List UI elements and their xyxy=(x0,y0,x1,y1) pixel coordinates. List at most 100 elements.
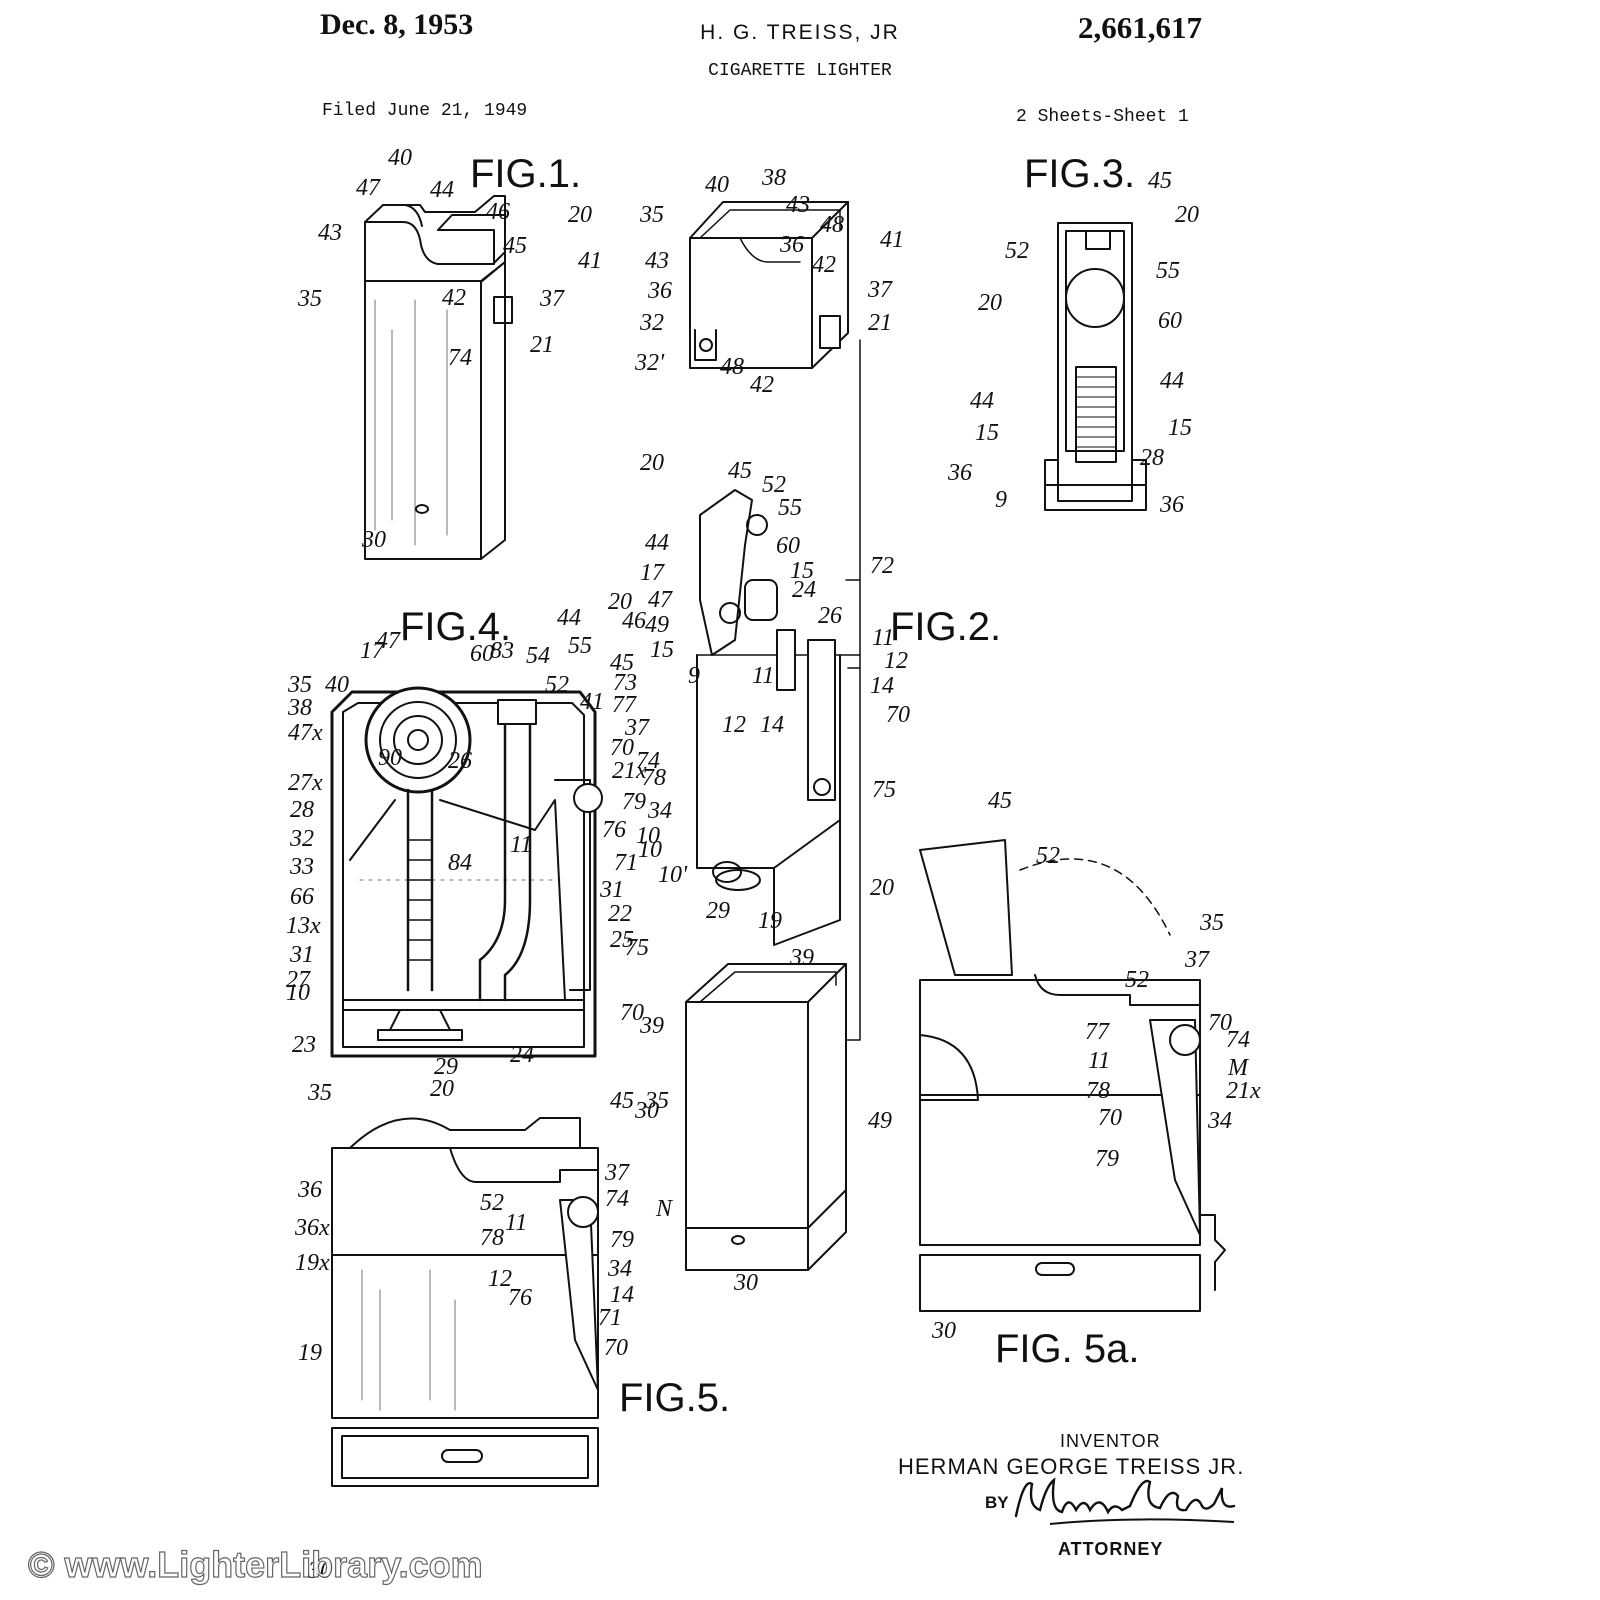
ref-numeral-fig2_mid: 17 xyxy=(640,560,665,586)
fig2-label: FIG.2. xyxy=(890,605,1001,649)
ref-numeral-fig5: 71 xyxy=(598,1305,622,1331)
ref-numeral-fig4: 41 xyxy=(580,689,604,715)
inventor-label: INVENTOR xyxy=(1060,1431,1161,1451)
ref-numeral-fig1: 44 xyxy=(430,177,454,203)
ref-numeral-fig2_mid: 70 xyxy=(886,702,910,728)
ref-numeral-fig2_mid: 15 xyxy=(790,558,814,584)
ref-numeral-fig5: 52 xyxy=(480,1190,504,1216)
fig2-casing-drawing xyxy=(685,667,861,1271)
ref-numeral-fig2_top: 40 xyxy=(705,172,729,198)
ref-numeral-fig5: 34 xyxy=(607,1256,632,1282)
ref-numeral-fig2_mid: 10' xyxy=(658,862,688,888)
ref-numeral-fig4: 45 xyxy=(610,650,634,676)
ref-numeral-fig2_mid: 44 xyxy=(645,530,669,556)
ref-numeral-fig5a: 79 xyxy=(1095,1146,1119,1172)
ref-numeral-fig1: 42 xyxy=(442,285,466,311)
ref-numeral-fig2_mid: 12 xyxy=(722,712,746,738)
ref-numeral-fig3: 36 xyxy=(1159,492,1184,518)
ref-numeral-fig2_mid: 14 xyxy=(870,673,894,699)
ref-numeral-fig4: 27x xyxy=(288,770,323,796)
ref-numeral-fig2_bot: 30 xyxy=(634,1098,659,1124)
ref-numeral-fig1: 40 xyxy=(388,145,412,171)
ref-numeral-fig4: 66 xyxy=(290,884,314,910)
ref-numeral-fig2_mid: 15 xyxy=(650,637,674,663)
ref-numeral-fig4: 70 xyxy=(610,735,634,761)
ref-numeral-fig5: 37 xyxy=(604,1160,630,1186)
ref-numeral-fig1: 43 xyxy=(318,220,342,246)
ref-numeral-fig2_top: 38 xyxy=(761,165,786,191)
ref-numeral-fig2_mid: 26 xyxy=(818,603,842,629)
ref-numeral-fig2_mid: 19 xyxy=(758,908,782,934)
ref-numeral-fig4: 20 xyxy=(608,589,632,615)
ref-numeral-fig2_top: 42 xyxy=(750,372,774,398)
ref-numeral-fig4: 75 xyxy=(625,935,649,961)
ref-numeral-fig3: 28 xyxy=(1140,445,1164,471)
ref-numeral-fig2_mid: 52 xyxy=(762,472,786,498)
ref-numeral-fig4: 73 xyxy=(613,670,637,696)
fig5-label: FIG.5. xyxy=(619,1376,730,1420)
fig5a-label: FIG. 5a. xyxy=(995,1327,1140,1371)
patent-title: CIGARETTE LIGHTER xyxy=(708,61,892,81)
ref-numeral-fig2_mid: 9 xyxy=(688,663,700,689)
ref-numeral-fig4: 52 xyxy=(545,672,569,698)
ref-numeral-fig5: 70 xyxy=(604,1335,628,1361)
ref-numeral-fig1: 30 xyxy=(361,527,386,553)
ref-numeral-fig2_top: 32' xyxy=(634,350,665,376)
ref-numeral-fig5a: 77 xyxy=(1085,1019,1110,1045)
watermark-text: © www.LighterLibrary.com xyxy=(27,1543,483,1585)
ref-numeral-fig2_top: 48 xyxy=(820,212,844,238)
ref-numeral-fig2_top: 37 xyxy=(867,277,893,303)
ref-numeral-fig4: 40 xyxy=(325,672,349,698)
ref-numeral-fig5a: 35 xyxy=(1199,910,1224,936)
ref-numeral-fig2_mid: 11 xyxy=(752,663,774,689)
by-label: BY xyxy=(985,1493,1009,1512)
ref-numeral-fig4: 17 xyxy=(360,638,385,664)
ref-numeral-fig4: 11 xyxy=(510,832,532,858)
fig1-drawing xyxy=(364,195,513,560)
ref-numeral-fig1: 46 xyxy=(486,199,510,225)
ref-numeral-fig4: 31 xyxy=(289,942,314,968)
ref-numeral-fig2_top: 35 xyxy=(639,202,664,228)
ref-numeral-fig5: 19x xyxy=(295,1250,330,1276)
ref-numeral-fig3: 20 xyxy=(978,290,1002,316)
attorney-signature xyxy=(1014,1477,1236,1525)
ref-numeral-fig4: 24 xyxy=(510,1042,534,1068)
ref-numeral-fig2_mid: 12 xyxy=(884,648,908,674)
fig3-drawing xyxy=(1044,222,1147,511)
ref-numeral-fig3: 44 xyxy=(1160,368,1184,394)
ref-numeral-fig2_mid: 24 xyxy=(792,577,816,603)
ref-numeral-fig3: 44 xyxy=(970,388,994,414)
ref-numeral-fig4: 55 xyxy=(568,633,592,659)
ref-numeral-fig4: 79 xyxy=(622,789,646,815)
ref-numeral-fig5: 35 xyxy=(644,1088,669,1114)
ref-numeral-fig4: 34 xyxy=(647,798,672,824)
ref-numeral-fig4: 47 xyxy=(376,628,401,654)
inventor-name: HERMAN GEORGE TREISS JR. xyxy=(898,1454,1245,1479)
ref-numeral-fig1: 45 xyxy=(503,233,527,259)
ref-numeral-fig4: 44 xyxy=(557,605,581,631)
ref-numeral-fig2_top: 43 xyxy=(645,248,669,274)
ref-numeral-fig1: 20 xyxy=(568,202,592,228)
ref-numeral-fig4: 84 xyxy=(448,850,472,876)
fig4-drawing xyxy=(330,686,603,1058)
fig5a-drawing xyxy=(919,839,1226,1312)
ref-numeral-fig4: 13x xyxy=(286,913,321,939)
ref-numeral-fig3: 36 xyxy=(947,460,972,486)
ref-numeral-fig2_top: 42 xyxy=(812,252,836,278)
ref-numeral-fig2_mid: 14 xyxy=(760,712,784,738)
ref-numeral-fig2_bot: 30 xyxy=(733,1270,758,1296)
ref-numeral-fig2_mid: 45 xyxy=(728,458,752,484)
ref-numeral-fig2_top: 43 xyxy=(786,192,810,218)
ref-numeral-fig4: 78 xyxy=(642,765,666,791)
ref-numeral-fig2_mid: 20 xyxy=(640,450,664,476)
fig3-label: FIG.3. xyxy=(1024,152,1135,196)
ref-numeral-fig4: 71 xyxy=(614,850,638,876)
ref-numeral-fig2_mid: 47 xyxy=(648,587,673,613)
ref-numeral-fig2_top: 32 xyxy=(639,310,664,336)
ref-numeral-fig4: 77 xyxy=(612,692,637,718)
patent-date: Dec. 8, 1953 xyxy=(320,8,474,41)
ref-numeral-fig2_mid: 55 xyxy=(778,495,802,521)
ref-numeral-fig3: 52 xyxy=(1005,238,1029,264)
ref-numeral-fig4: 38 xyxy=(287,695,312,721)
ref-numeral-fig5a: 21x xyxy=(1226,1078,1261,1104)
